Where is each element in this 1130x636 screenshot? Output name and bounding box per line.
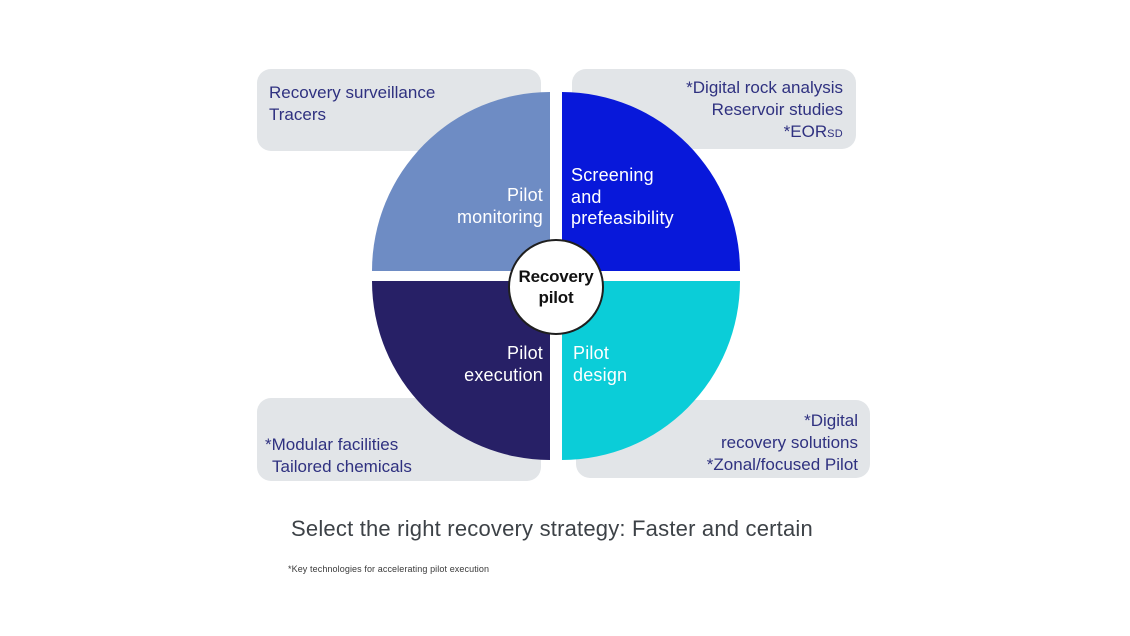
label-line: Pilot [573, 343, 610, 363]
label-line: execution [464, 364, 543, 385]
label-line: Pilot [506, 185, 543, 205]
label-pilot-design: Pilot design [573, 343, 627, 386]
info-box-line: *Modular facilities [265, 435, 399, 454]
label-pilot-monitoring: Pilot monitoring [457, 185, 543, 228]
label-pilot-execution: Pilot execution [464, 343, 543, 386]
center-circle-recovery-pilot: Recovery pilot [508, 239, 604, 335]
slide-caption: Select the right recovery strategy: Fast… [291, 516, 813, 541]
center-circle-line: pilot [538, 288, 574, 307]
label-line: Screening [571, 165, 654, 185]
info-box-line: *Zonal/focused Pilot [706, 455, 858, 474]
label-line: prefeasibility [571, 208, 674, 228]
info-box-line-eor-sd: *EORSD [582, 121, 843, 145]
info-box-line: Recovery surveillance [269, 83, 436, 102]
info-box-line: Reservoir studies [711, 100, 843, 119]
eor-label: *EOR [783, 122, 828, 141]
label-screening-prefeasibility: Screening and prefeasibility [571, 165, 674, 230]
info-box-line: *Digital rock analysis [686, 78, 843, 97]
center-circle-line: Recovery [518, 267, 594, 286]
label-line: design [573, 364, 628, 385]
eor-sd-subscript: SD [827, 128, 843, 140]
info-box-line: Tailored chemicals [272, 457, 412, 476]
info-box-digital-rock-analysis: *Digital rock analysis Reservoir studies… [572, 69, 856, 149]
label-line: monitoring [456, 206, 543, 227]
info-box-line: recovery solutions [720, 433, 858, 452]
label-line: Pilot [506, 343, 543, 363]
slide-footnote: *Key technologies for accelerating pilot… [288, 564, 490, 574]
info-box-line: Tracers [269, 105, 326, 124]
info-box-line: *Digital [804, 411, 858, 430]
label-line: and [571, 186, 602, 207]
